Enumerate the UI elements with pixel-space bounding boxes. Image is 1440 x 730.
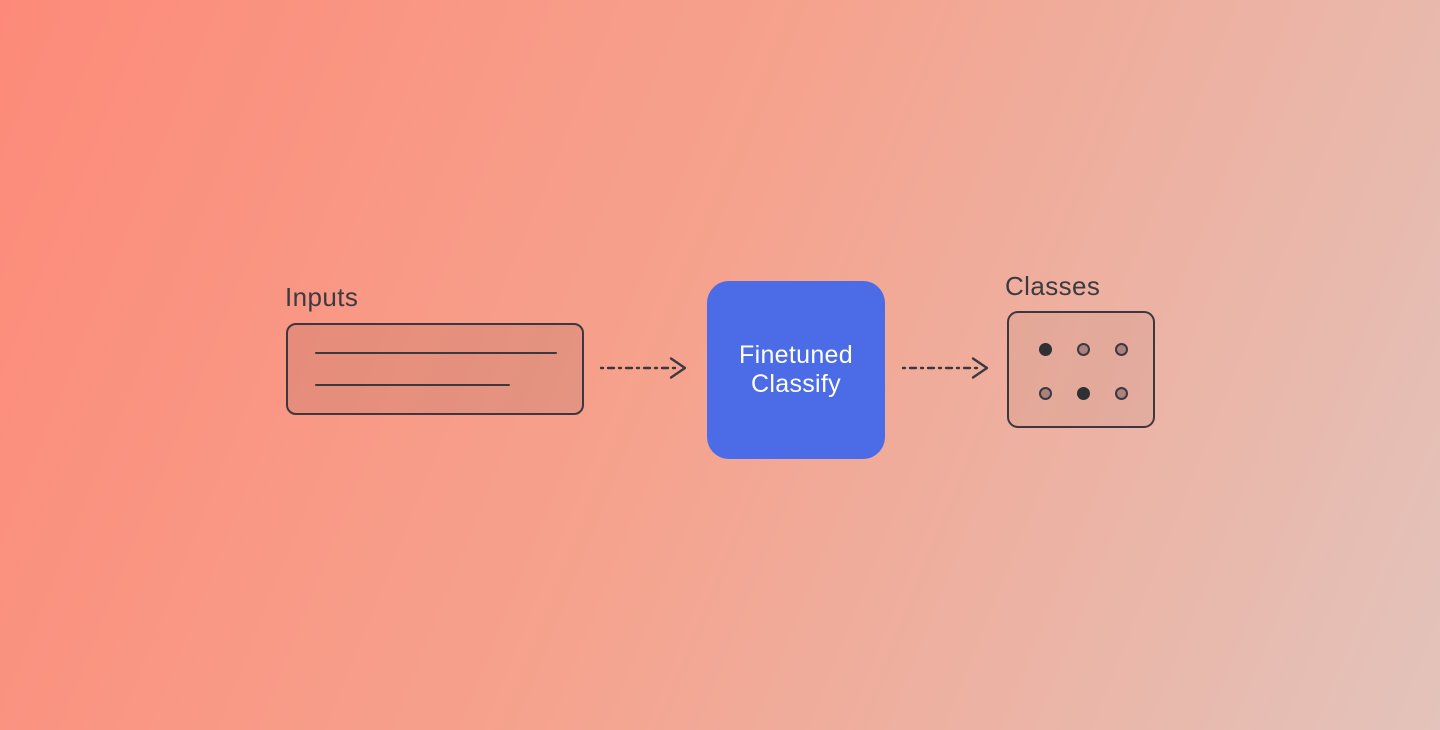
classes-dots-grid bbox=[1039, 343, 1128, 400]
dashed-arrow-icon bbox=[599, 357, 687, 379]
input-text-line bbox=[315, 352, 557, 354]
inputs-text-lines bbox=[315, 352, 557, 386]
class-dot-dark bbox=[1039, 343, 1052, 356]
model-label-line1: Finetuned bbox=[739, 341, 853, 369]
class-dot-light bbox=[1115, 343, 1128, 356]
classes-box bbox=[1007, 311, 1155, 428]
inputs-label: Inputs bbox=[285, 282, 359, 312]
class-dot-dark bbox=[1077, 387, 1090, 400]
dashed-arrow-icon bbox=[901, 357, 989, 379]
classes-label: Classes bbox=[1005, 271, 1101, 301]
inputs-box bbox=[286, 323, 584, 415]
class-dot-light bbox=[1077, 343, 1090, 356]
model-label-line2: Classify bbox=[751, 370, 841, 398]
class-dot-light bbox=[1039, 387, 1052, 400]
input-text-line bbox=[315, 384, 510, 386]
finetuned-classify-box: Finetuned Classify bbox=[707, 281, 885, 459]
class-dot-light bbox=[1115, 387, 1128, 400]
